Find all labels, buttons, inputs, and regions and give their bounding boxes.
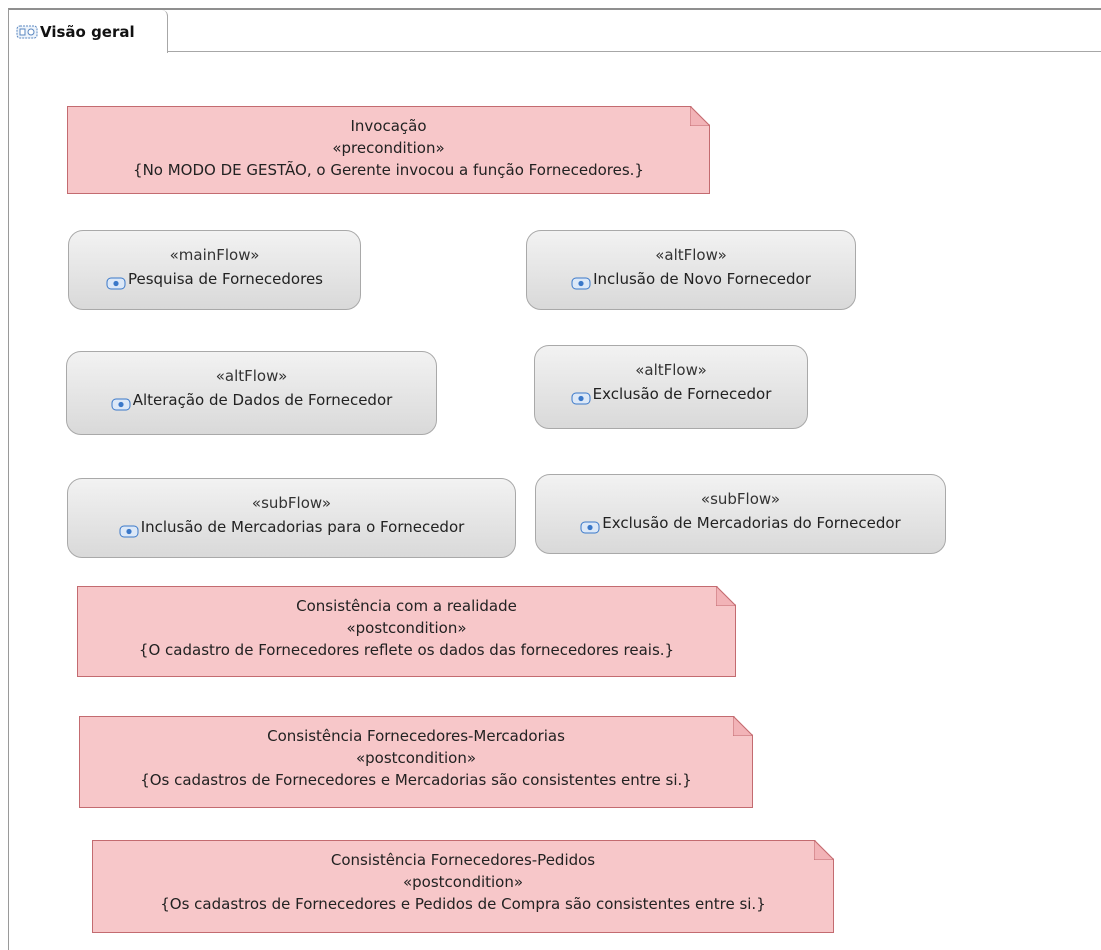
- note-title: Consistência com a realidade: [296, 597, 517, 615]
- flow-name: Exclusão de Fornecedor: [592, 385, 772, 403]
- activity-icon: [580, 517, 600, 533]
- note-fold-corner: [716, 586, 736, 606]
- activity-icon: [119, 521, 139, 537]
- precondition-note[interactable]: Invocação «precondition» {No MODO DE GES…: [67, 106, 710, 194]
- note-text: {O cadastro de Fornecedores reflete os d…: [138, 641, 675, 659]
- flow-name: Pesquisa de Fornecedores: [127, 270, 323, 288]
- flow-box-sub-inclusao[interactable]: «subFlow» Inclusão de Mercadorias para o…: [67, 478, 516, 558]
- flow-stereotype: «altFlow»: [215, 367, 288, 385]
- note-stereotype: «precondition»: [332, 139, 445, 157]
- note-stereotype: «postcondition»: [402, 873, 524, 891]
- postcondition-note-realidade[interactable]: Consistência com a realidade «postcondit…: [77, 586, 736, 677]
- note-title: Consistência Fornecedores-Pedidos: [330, 851, 596, 869]
- diagram-frame: [8, 8, 1101, 950]
- flow-name: Exclusão de Mercadorias do Fornecedor: [602, 514, 901, 532]
- note-title: Consistência Fornecedores-Mercadorias: [267, 727, 565, 745]
- activity-icon: [571, 273, 591, 289]
- activity-icon: [571, 388, 591, 404]
- flow-box-alt-inclusao[interactable]: «altFlow» Inclusão de Novo Fornecedor: [526, 230, 856, 310]
- tab-overview[interactable]: Visão geral: [9, 10, 168, 53]
- note-text: {Os cadastros de Fornecedores e Mercador…: [140, 771, 692, 789]
- flow-box-main[interactable]: «mainFlow» Pesquisa de Fornecedores: [68, 230, 361, 310]
- tab-label: Visão geral: [40, 22, 135, 41]
- flow-stereotype: «altFlow»: [655, 246, 727, 264]
- flow-stereotype: «altFlow»: [635, 361, 707, 379]
- note-fold-corner: [814, 840, 834, 860]
- flow-box-sub-exclusao[interactable]: «subFlow» Exclusão de Mercadorias do For…: [535, 474, 946, 554]
- postcondition-note-pedidos[interactable]: Consistência Fornecedores-Pedidos «postc…: [92, 840, 834, 933]
- note-stereotype: «postcondition»: [346, 619, 467, 637]
- postcondition-note-mercadorias[interactable]: Consistência Fornecedores-Mercadorias «p…: [79, 716, 753, 808]
- flow-stereotype: «subFlow»: [251, 494, 332, 512]
- note-fold-corner: [690, 106, 710, 126]
- note-title: Invocação: [350, 117, 427, 135]
- flow-name: Inclusão de Novo Fornecedor: [593, 270, 811, 288]
- activity-icon: [111, 394, 131, 410]
- overview-icon: [16, 25, 38, 39]
- tab-strip: [9, 10, 1101, 52]
- activity-icon: [106, 273, 126, 289]
- note-stereotype: «postcondition»: [355, 749, 477, 767]
- flow-name: Alteração de Dados de Fornecedor: [132, 391, 393, 409]
- flow-stereotype: «mainFlow»: [169, 246, 260, 264]
- flow-name: Inclusão de Mercadorias para o Fornecedo…: [140, 518, 465, 536]
- flow-box-alt-alteracao[interactable]: «altFlow» Alteração de Dados de Forneced…: [66, 351, 437, 435]
- note-fold-corner: [733, 716, 753, 736]
- note-text: {No MODO DE GESTÃO, o Gerente invocou a …: [133, 161, 644, 179]
- flow-box-alt-exclusao[interactable]: «altFlow» Exclusão de Fornecedor: [534, 345, 808, 429]
- flow-stereotype: «subFlow»: [700, 490, 781, 508]
- note-text: {Os cadastros de Fornecedores e Pedidos …: [160, 895, 766, 913]
